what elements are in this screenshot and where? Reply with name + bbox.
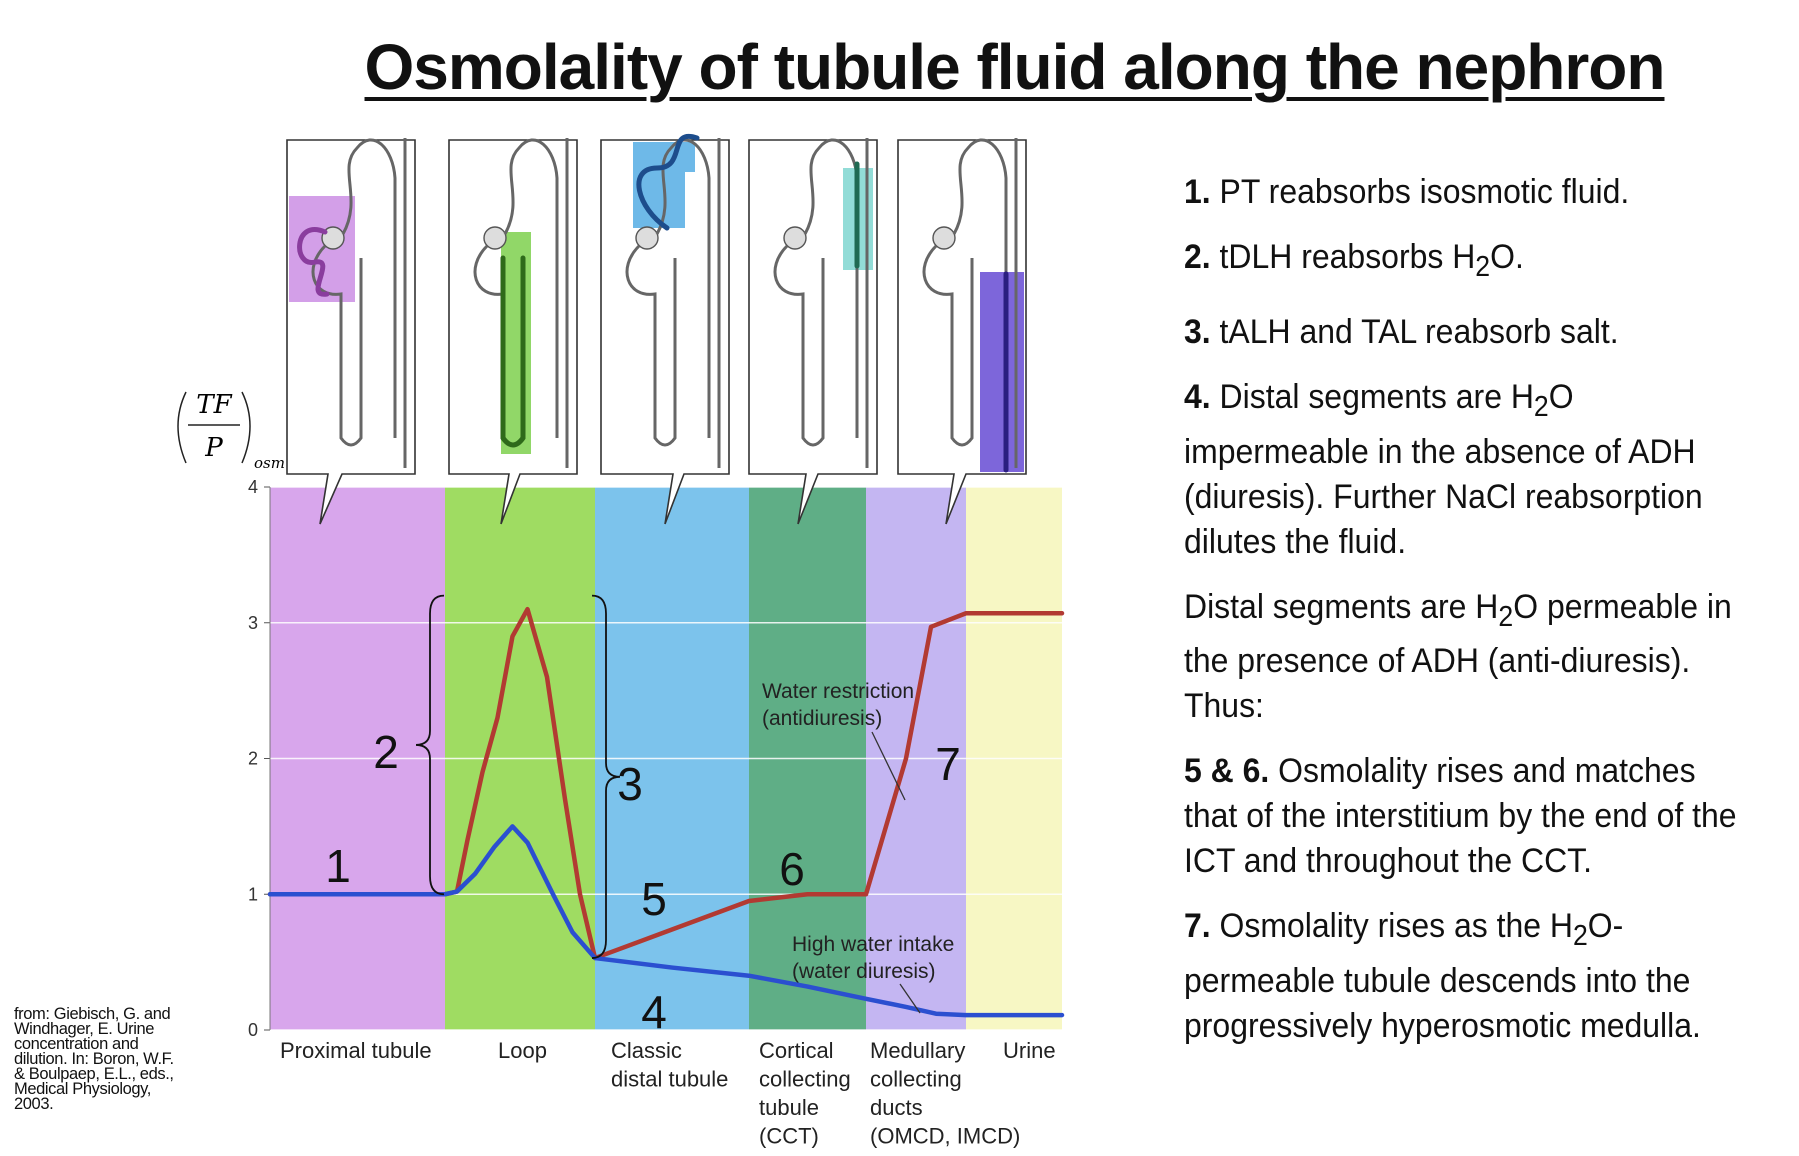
annotations: Water restriction (antidiuresis) High wate… [325, 680, 961, 1038]
loop-outline-4 [922, 244, 974, 447]
segment-labels: Proximal tubule Loop Classic distal tubule C… [280, 1038, 1056, 1149]
y-tick-label-4: 4 [248, 477, 258, 497]
brace-2 [415, 594, 445, 896]
annotation-water-restriction-pointer [871, 731, 906, 801]
annotation-water-diuresis-line1: High water intake [792, 933, 954, 956]
marker-1: 1 [325, 840, 351, 892]
glomerulus-0 [321, 226, 345, 250]
note-adh: Distal segments are H2O permeable in the… [1184, 587, 1732, 726]
segment-label-3-2: tubule [759, 1095, 819, 1120]
marker-2: 2 [373, 726, 399, 778]
note-5-6: 5 & 6. Osmolality rises and matches that… [1184, 752, 1737, 881]
y-tick-label-0: 0 [248, 1020, 258, 1040]
glomerulus-2 [635, 226, 659, 250]
tubule-outline-4 [952, 138, 1008, 438]
marker-3: 3 [617, 758, 643, 810]
segment-label-3-0: Cortical [759, 1038, 834, 1063]
glomerulus-3 [783, 226, 807, 250]
nephron-panel-3 [748, 138, 878, 525]
loop-outline-0 [311, 244, 363, 447]
tubule-outline-3 [803, 138, 859, 438]
y-tick-label-3: 3 [248, 613, 258, 633]
annotation-water-restriction-line1: Water restriction [762, 680, 914, 703]
highlight-tubule-1 [500, 255, 526, 448]
segment-label-4-1: collecting [870, 1067, 962, 1092]
ylabel-left-paren [177, 391, 187, 464]
segment-label-2-1: distal tubule [611, 1067, 728, 1092]
y-axis: 0 1 2 3 4 [248, 477, 271, 1040]
y-tick-label-1: 1 [248, 884, 258, 904]
segment-label-0-0: Proximal tubule [280, 1038, 432, 1063]
marker-7: 7 [935, 738, 961, 790]
nephron-thumbnails [286, 133, 1027, 525]
note-1: 1. PT reabsorbs isosmotic fluid. [1184, 173, 1630, 211]
marker-5: 5 [641, 873, 667, 925]
ylabel-right-paren [241, 391, 251, 464]
segment-label-4-2: ducts [870, 1095, 923, 1120]
segment-label-1-0: Loop [498, 1038, 547, 1063]
segment-label-4-3: (OMCD, IMCD) [870, 1124, 1020, 1149]
annotation-water-diuresis-pointer [899, 983, 921, 1014]
loop-outline-3 [773, 244, 825, 447]
highlight-tubule-0 [297, 227, 330, 297]
glomerulus-1 [483, 226, 507, 250]
tubule-outline-0 [341, 138, 397, 438]
tubule-outline-1 [503, 138, 559, 438]
page-title: Osmolality of tubule fluid along the nep… [364, 31, 1666, 103]
highlight-tubule-2 [636, 133, 700, 231]
highlight-region-1 [501, 232, 531, 454]
tubule-outline-2 [655, 138, 711, 438]
glomerulus-4 [932, 226, 956, 250]
note-7: 7. Osmolality rises as the H2O-permeable… [1184, 907, 1701, 1046]
nephron-panel-1 [448, 138, 578, 525]
segment-label-3-3: (CCT) [759, 1124, 819, 1149]
brace-3 [591, 594, 621, 959]
marker-4: 4 [641, 986, 667, 1038]
nephron-panel-0 [286, 138, 416, 525]
gridlines [270, 486, 1062, 1031]
annotation-water-diuresis-line2: (water diuresis) [792, 960, 936, 983]
panel-frame-2 [600, 139, 730, 525]
y-tick-label-2: 2 [248, 749, 258, 769]
note-3: 3. tALH and TAL reabsorb salt. [1184, 312, 1619, 351]
y-axis-label: TF P osm [177, 390, 285, 472]
segment-label-4-0: Medullary [870, 1038, 965, 1063]
marker-6: 6 [779, 843, 805, 895]
segment-label-5-0: Urine [1003, 1038, 1056, 1063]
ylabel-sub: osm [254, 454, 285, 472]
note-2: 2. tDLH reabsorbs H2O. [1184, 238, 1524, 283]
loop-outline-2 [625, 244, 677, 447]
nephron-panel-4 [897, 138, 1027, 525]
annotation-water-restriction-line2: (antidiuresis) [762, 707, 882, 730]
note-4: 4. Distal segments are H2O impermeable i… [1184, 377, 1703, 561]
citation: from: Giebisch, G. and Windhager, E. Uri… [14, 1005, 174, 1113]
braces [415, 594, 621, 959]
segment-label-2-0: Classic [611, 1038, 682, 1063]
nephron-panel-2 [600, 133, 730, 525]
series-line-0 [267, 606, 1065, 961]
ylabel-tf: TF [196, 390, 232, 420]
segment-label-3-1: collecting [759, 1067, 851, 1092]
ylabel-p: P [204, 433, 223, 463]
explanation-notes: 1. PT reabsorbs isosmotic fluid. 2. tDLH… [1184, 170, 1794, 1069]
